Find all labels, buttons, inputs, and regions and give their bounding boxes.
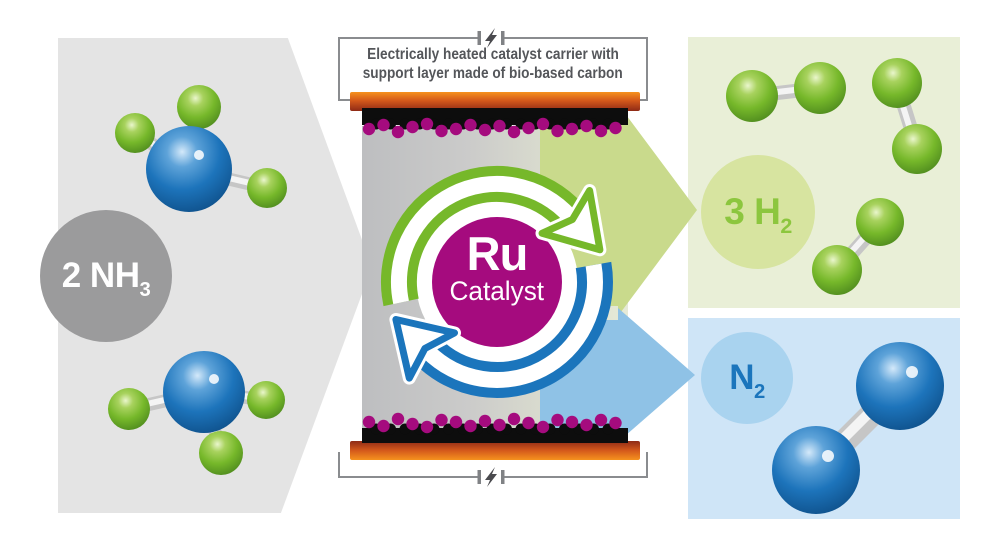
carbon-layer-top [362,108,628,125]
power-icon [485,467,497,487]
hydrogen-circle [701,155,815,269]
title-line1: Electrically heated catalyst carrier wit… [367,46,619,63]
catalyst-element-label: Ru [466,227,529,280]
reactant-circle [40,210,172,342]
circuit-wire-bottom [338,452,648,487]
nitrogen-circle [701,332,793,424]
catalyst-label: Ru Catalyst [417,227,577,306]
nitrogen-label: N2 [729,358,765,403]
reactant-label: 2 NH3 [61,256,151,301]
title-line2: support layer made of bio-based carbon [363,65,623,82]
electrode-top [350,92,640,111]
catalyst-word-label: Catalyst [449,276,545,306]
hydrogen-label: 3 H2 [724,191,792,238]
title-box: Electrically heated catalyst carrier wit… [341,45,645,83]
electrode-bottom [350,441,640,460]
